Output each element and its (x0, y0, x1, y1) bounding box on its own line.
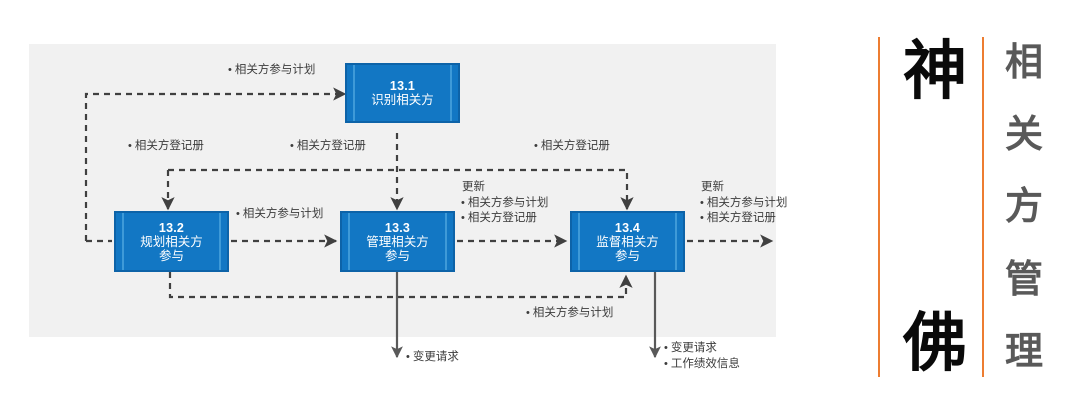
label-change-request-manage: 变更请求 (406, 350, 459, 366)
label-stakeholder-register-left: 相关方登记册 (128, 139, 204, 155)
process-name-line: 监督相关方 (596, 234, 659, 249)
process-name-line: 识别相关方 (371, 93, 434, 107)
label-feedback-engagement-plan: 相关方参与计划 (526, 306, 614, 322)
box-stripe-left (122, 213, 124, 270)
divider-rule-right (982, 37, 984, 377)
process-name-line: 参与 (384, 248, 410, 263)
subject-char: 相 (1004, 42, 1043, 84)
label-updates-monitor-output: 更新 相关方参与计划 相关方登记册 (700, 180, 787, 227)
label-updates-manage-to-monitor: 更新 相关方参与计划 相关方登记册 (461, 180, 548, 227)
process-name-line: 管理相关方 (366, 234, 429, 249)
process-name: 监督相关方 参与 (582, 235, 673, 263)
subject-char: 方 (1004, 186, 1043, 229)
subject-title-vertical: 相 关 方 管 理 (994, 42, 1054, 373)
label-change-request-monitor: 变更请求 工作绩效信息 (664, 341, 740, 372)
process-number: 13.3 (384, 220, 411, 235)
box-stripe-left (578, 213, 580, 270)
brand-char: 佛 (903, 307, 967, 379)
divider-rule-left (878, 37, 880, 377)
process-box-13-1[interactable]: 13.1 识别相关方 (345, 63, 460, 123)
process-number: 13.4 (614, 220, 641, 235)
label-update-header: 更新 (701, 181, 724, 193)
box-stripe-right (445, 213, 447, 270)
brand-char: 神 (903, 35, 967, 107)
title-panel: 神 佛 相 关 方 管 理 (878, 37, 1058, 377)
process-name: 规划相关方 参与 (126, 235, 217, 263)
subject-char: 管 (1004, 258, 1043, 301)
label-update-header: 更新 (462, 181, 485, 193)
label-stakeholder-register-right: 相关方登记册 (534, 139, 610, 155)
process-name-line: 参与 (158, 248, 184, 263)
process-box-13-4[interactable]: 13.4 监督相关方 参与 (570, 211, 685, 272)
subject-char: 理 (1004, 330, 1043, 373)
process-number: 13.2 (158, 220, 185, 235)
box-stripe-right (675, 213, 677, 270)
brand-characters: 神 佛 (892, 39, 978, 375)
process-name-line: 参与 (614, 248, 640, 263)
box-stripe-right (219, 213, 221, 270)
process-number: 13.1 (389, 79, 416, 93)
process-box-13-3[interactable]: 13.3 管理相关方 参与 (340, 211, 455, 272)
process-name-line: 规划相关方 (140, 234, 203, 249)
box-stripe-right (450, 65, 452, 121)
subject-char: 关 (1004, 114, 1043, 157)
box-stripe-left (353, 65, 355, 121)
process-box-13-2[interactable]: 13.2 规划相关方 参与 (114, 211, 229, 272)
label-stakeholder-engagement-plan-top: 相关方参与计划 (228, 63, 316, 79)
label-stakeholder-engagement-plan-mid: 相关方参与计划 (236, 207, 324, 223)
label-stakeholder-register-mid: 相关方登记册 (290, 139, 366, 155)
process-name: 识别相关方 (357, 93, 448, 107)
process-name: 管理相关方 参与 (352, 235, 443, 263)
box-stripe-left (348, 213, 350, 270)
